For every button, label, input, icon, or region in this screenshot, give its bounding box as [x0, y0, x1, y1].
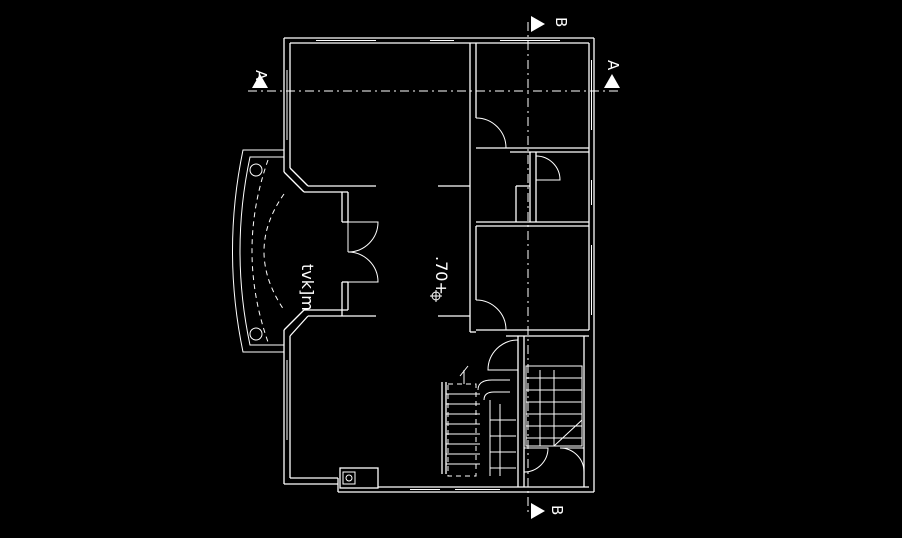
outer-walls: [283, 37, 595, 493]
level-label: .70+: [432, 256, 451, 295]
section-marker-b-bottom: B: [531, 503, 566, 519]
section-marker-a-right: A: [604, 60, 622, 88]
section-label-a-left: A: [252, 70, 270, 81]
stairs-right: [525, 365, 583, 447]
level-marker-icon: [430, 290, 442, 302]
room-label: tvk]m: [298, 264, 317, 311]
bay-window: [232, 149, 379, 353]
section-marker-b-top: B: [531, 16, 570, 32]
section-label-a-right: A: [604, 60, 622, 71]
stairs-left: [446, 365, 516, 477]
doors: [475, 117, 585, 473]
interior-walls: [438, 43, 589, 487]
section-label-b-bottom: B: [548, 505, 566, 515]
section-label-b-top: B: [552, 17, 570, 27]
fixture-box: [339, 467, 379, 489]
section-marker-a-left: A: [252, 70, 270, 88]
